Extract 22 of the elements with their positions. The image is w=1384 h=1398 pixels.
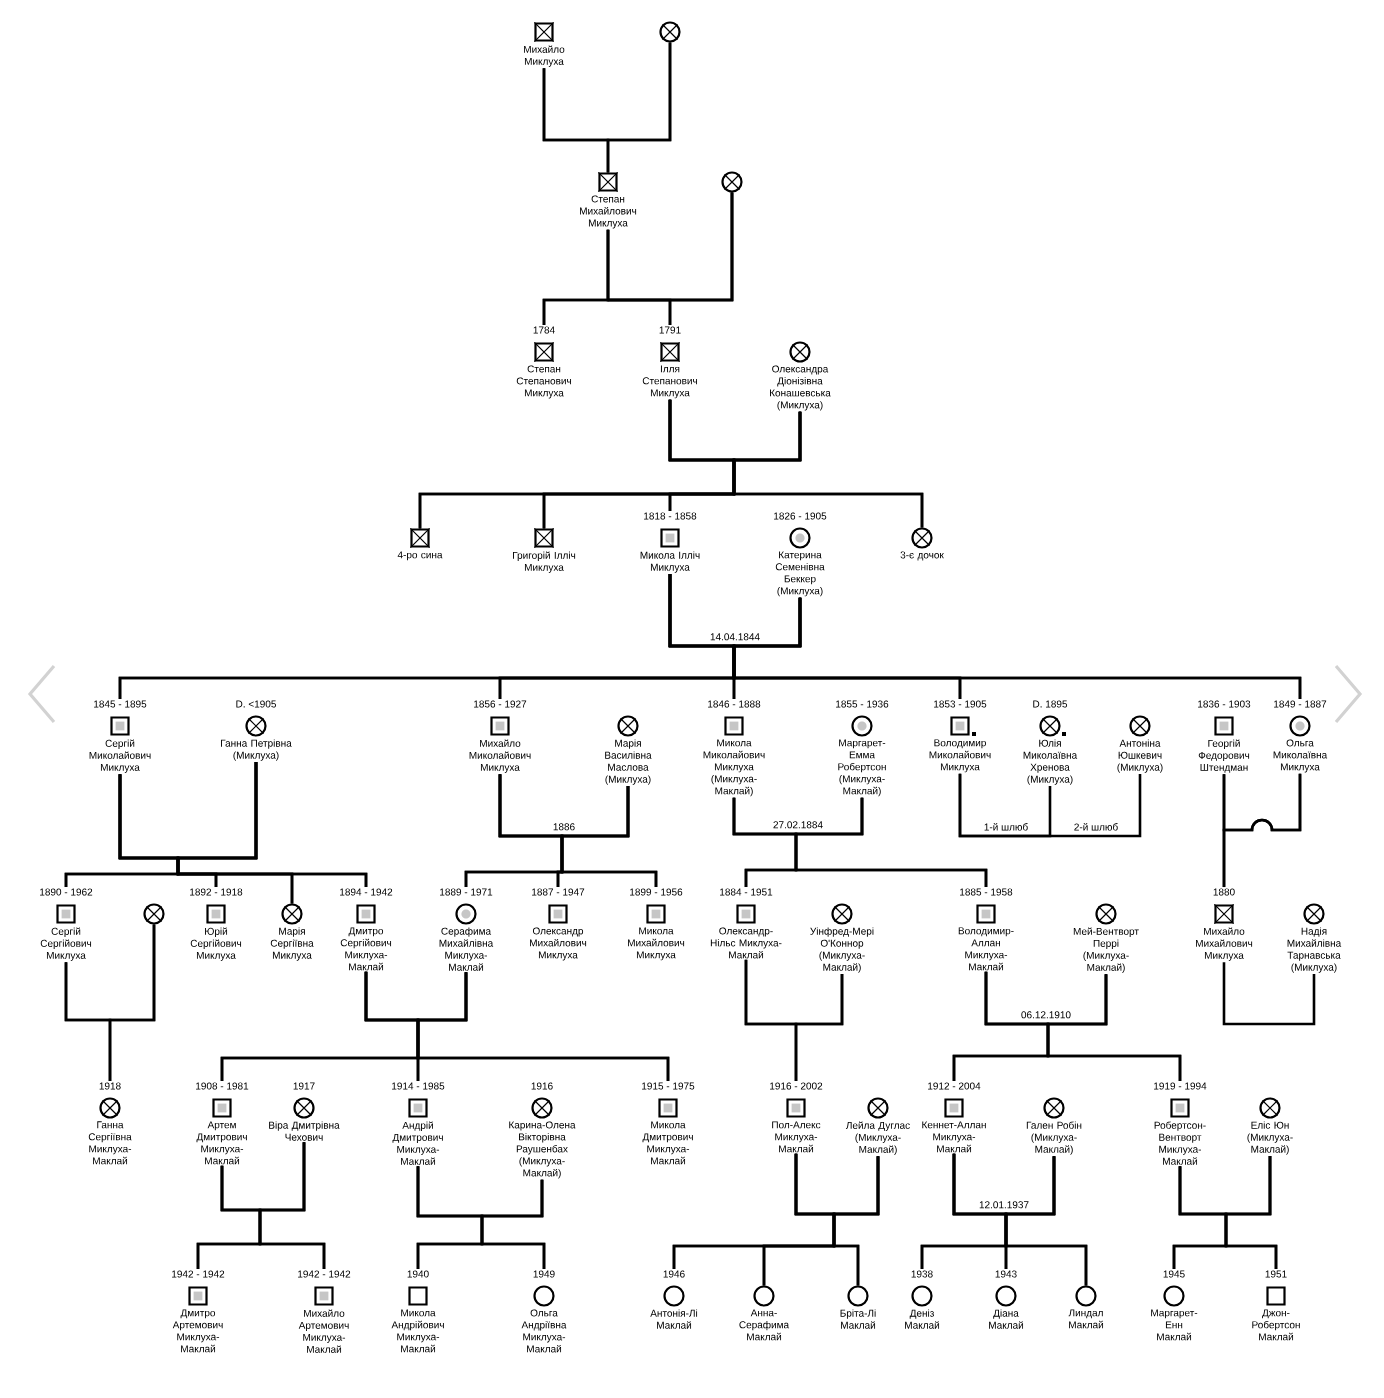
family-line — [794, 797, 988, 888]
family-line — [958, 773, 1142, 838]
family-line — [732, 411, 924, 528]
family-line — [258, 1142, 326, 1270]
family-line — [1222, 773, 1302, 888]
family-line — [480, 1179, 546, 1270]
family-line — [1222, 962, 1316, 1026]
family-line — [732, 597, 1302, 700]
family-line — [606, 42, 672, 173]
family-line — [1046, 974, 1182, 1082]
family-line — [794, 974, 844, 1082]
family-line — [176, 762, 368, 888]
family-line — [560, 786, 658, 888]
family-line — [108, 924, 156, 1082]
family-line — [606, 192, 734, 326]
family-line — [832, 1156, 880, 1286]
family-line — [1224, 1156, 1278, 1270]
person-symbol — [143, 903, 165, 925]
family-line — [1004, 1156, 1088, 1286]
person-symbol — [659, 21, 681, 43]
family-line — [416, 972, 670, 1082]
person-symbol — [721, 171, 743, 193]
